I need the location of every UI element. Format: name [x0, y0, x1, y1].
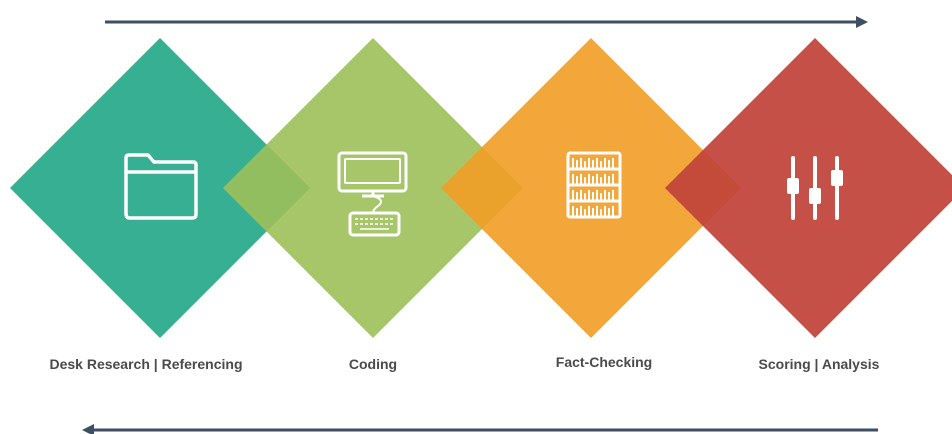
label-fact-checking: Fact-Checking: [555, 354, 653, 370]
backward-arrow: [82, 424, 878, 434]
forward-arrow: [105, 16, 868, 28]
bookshelf-icon: [566, 151, 622, 219]
folder-icon: [124, 153, 198, 220]
label-desk-research: Desk Research | Referencing: [49, 356, 243, 372]
diamond-scoring: [665, 38, 952, 338]
computer-icon: [337, 151, 408, 237]
sliders-icon: [787, 156, 843, 220]
diamond-desk-research: [10, 38, 310, 338]
diamond-fact-checking: [441, 38, 741, 338]
label-coding: Coding: [348, 356, 398, 372]
diamond-coding: [223, 38, 523, 338]
label-scoring-analysis: Scoring | Analysis: [758, 356, 880, 372]
